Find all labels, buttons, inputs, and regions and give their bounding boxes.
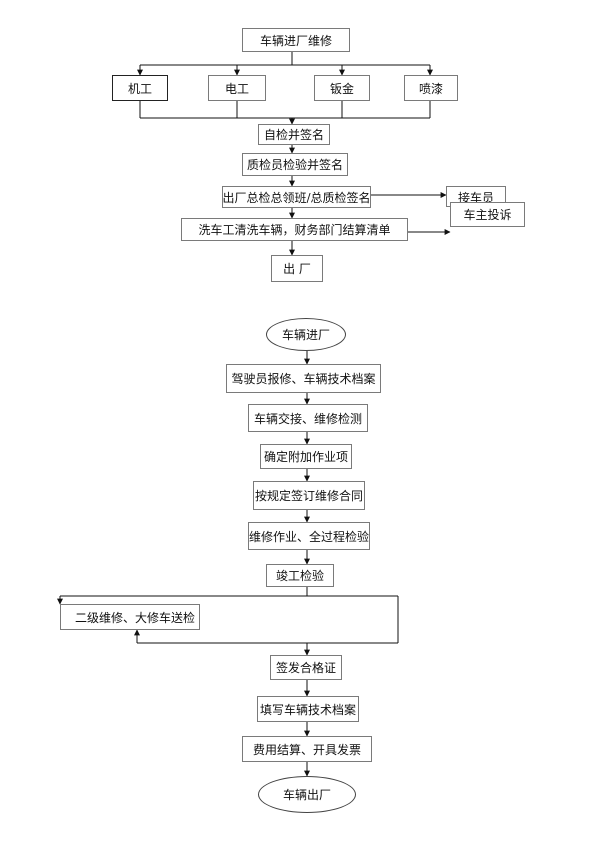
node-start-repair: 车辆进厂维修 (242, 28, 350, 52)
node-handover-inspection: 车辆交接、维修检测 (248, 404, 368, 432)
node-fill-record: 填写车辆技术档案 (257, 696, 359, 722)
node-electrician: 电工 (208, 75, 266, 101)
node-completion-inspection: 竣工检验 (266, 564, 334, 587)
node-level2-overhaul: 二级维修、大修车送检 (60, 604, 200, 630)
node-driver-report: 驾驶员报修、车辆技术档案 (226, 364, 381, 393)
node-self-check: 自检并签名 (258, 124, 330, 145)
node-issue-certificate: 签发合格证 (270, 655, 342, 680)
node-exit-factory: 出 厂 (271, 255, 323, 282)
node-sheetmetal: 钣金 (314, 75, 370, 101)
node-vehicle-enter: 车辆进厂 (266, 318, 346, 351)
node-final-check: 出厂总检总领班/总质检签名 (222, 186, 371, 208)
node-wash-settle: 洗车工清洗车辆，财务部门结算清单 (181, 218, 408, 241)
node-billing-invoice: 费用结算、开具发票 (242, 736, 372, 762)
node-additional-items: 确定附加作业项 (260, 444, 352, 469)
node-qc-check: 质检员检验并签名 (242, 153, 348, 176)
node-sign-contract: 按规定签订维修合同 (253, 481, 365, 510)
node-mechanic: 机工 (112, 75, 168, 101)
node-owner-complaint: 车主投诉 (450, 202, 525, 227)
node-repair-inspection: 维修作业、全过程检验 (248, 522, 370, 550)
node-paint: 喷漆 (404, 75, 458, 101)
node-vehicle-exit: 车辆出厂 (258, 776, 356, 813)
